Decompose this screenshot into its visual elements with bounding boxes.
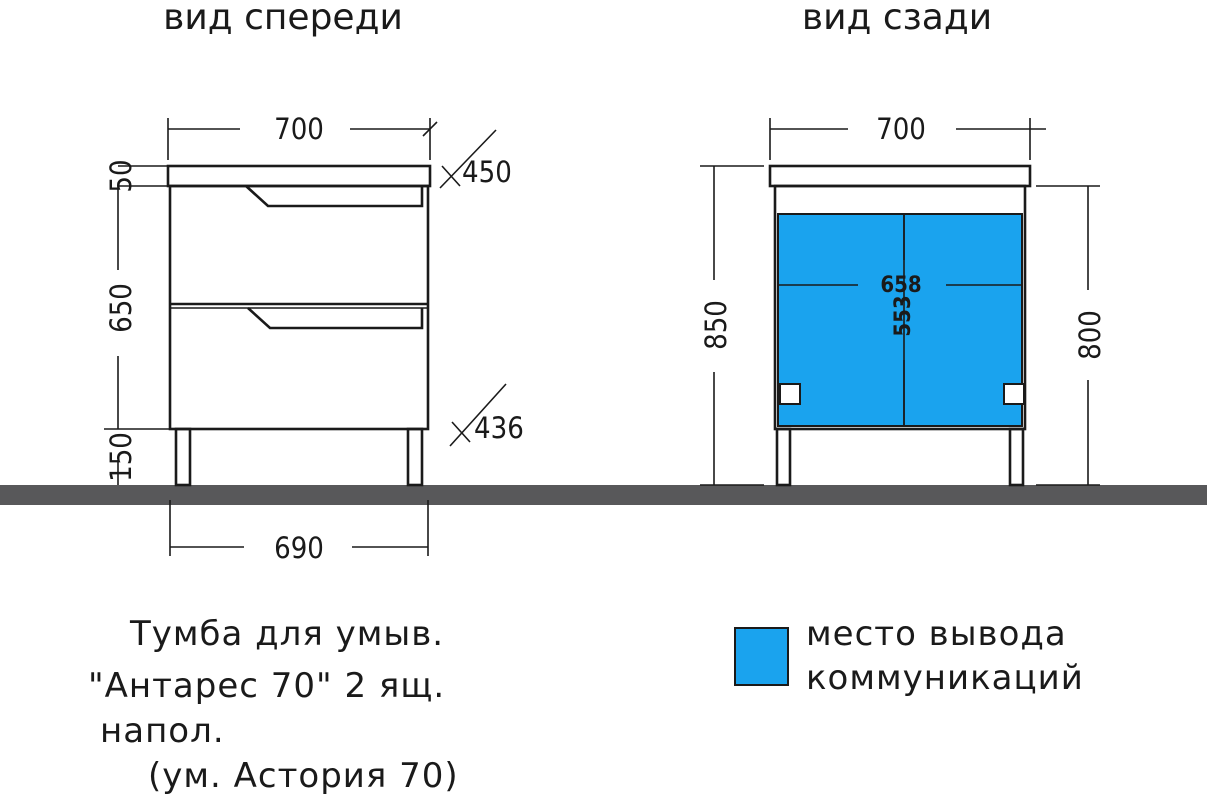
total-height-label: 850 — [699, 300, 733, 350]
drawer-handle-upper — [245, 185, 424, 208]
front-leg-left — [174, 427, 192, 487]
mount-bracket-right — [1003, 383, 1025, 405]
body-back-height-label: 800 — [1073, 310, 1107, 360]
front-view-title: вид спереди — [163, 0, 403, 38]
front-countertop — [166, 164, 432, 188]
back-width-label: 700 — [876, 112, 926, 146]
back-countertop — [768, 164, 1032, 188]
floor — [0, 485, 1207, 505]
caption-line-2: "Антарес 70" 2 ящ. — [88, 666, 445, 706]
top-thickness-label: 50 — [104, 159, 138, 192]
back-body — [773, 184, 1027, 431]
comm-height-label: 553 — [891, 295, 916, 336]
mount-bracket-left — [779, 383, 801, 405]
back-view: 658 553 700 850 800 — [699, 112, 1107, 487]
depth-bottom-label: 436 — [474, 411, 524, 445]
caption: Тумба для умыв. "Антарес 70" 2 ящ. напол… — [88, 614, 459, 796]
legend-label-line-1: место вывода — [806, 614, 1067, 654]
back-leg-left — [775, 427, 792, 487]
communication-zone — [777, 213, 1023, 427]
caption-line-3: напол. — [100, 711, 225, 751]
front-view: 700 690 50 650 150 450 436 — [104, 112, 524, 565]
leg-height-label: 150 — [104, 432, 138, 482]
caption-line-1: Тумба для умыв. — [129, 614, 444, 654]
drawer-handle-lower — [247, 307, 424, 330]
legend-label-line-2: коммуникаций — [806, 658, 1084, 698]
comm-width-label: 658 — [880, 273, 921, 298]
legend: место вывода коммуникаций — [734, 614, 1084, 698]
caption-line-4: (ум. Астория 70) — [148, 756, 459, 796]
depth-top-label: 450 — [462, 155, 512, 189]
front-width-top-label: 700 — [274, 112, 324, 146]
front-width-bottom-label: 690 — [274, 531, 324, 565]
back-view-title: вид сзади — [802, 0, 992, 38]
body-height-label: 650 — [104, 283, 138, 333]
legend-swatch — [734, 627, 789, 686]
front-leg-right — [406, 427, 424, 487]
back-leg-right — [1008, 427, 1025, 487]
